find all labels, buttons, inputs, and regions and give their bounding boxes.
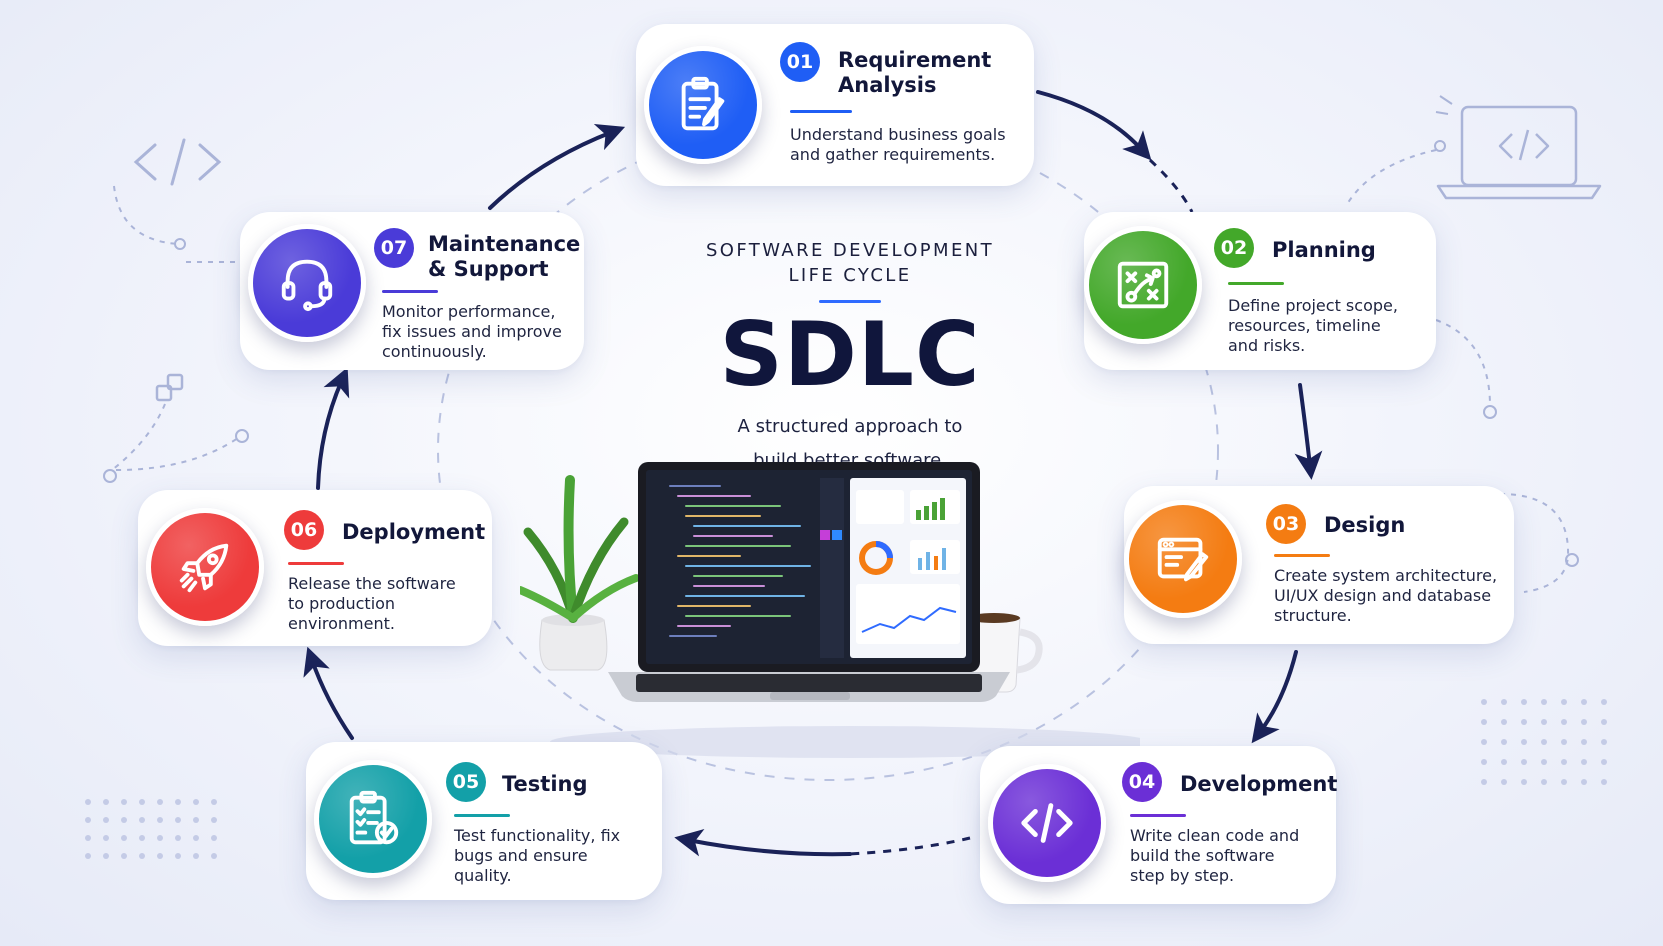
page-title: SDLC	[719, 303, 981, 406]
stage-04-number-badge: 04	[1122, 762, 1162, 802]
code-brackets-doodle-icon	[133, 138, 222, 186]
flow-arrow-04-to-05	[674, 828, 852, 857]
stage-05-title: Testing	[502, 772, 588, 796]
stage-06-title: Deployment	[342, 520, 486, 544]
stage-card-requirement-analysis: 01 Requirement Analysis Understand busin…	[636, 24, 1034, 186]
linked-squares-doodle-icon	[155, 373, 184, 402]
stage-04-icon-circle	[988, 764, 1106, 882]
flow-arrow-04-to-05-dash	[849, 836, 971, 856]
stage-04-description: Write clean code and build the software …	[1130, 826, 1300, 885]
stage-04-title: Development	[1180, 772, 1338, 796]
stage-01-title: Requirement Analysis	[838, 48, 992, 97]
stage-01-number-badge: 01	[780, 42, 820, 82]
center-title-block: SOFTWARE DEVELOPMENT LIFE CYCLE SDLC A s…	[640, 238, 1060, 473]
flow-arrow-06-to-07	[316, 367, 350, 490]
stage-03-title: Design	[1324, 513, 1406, 537]
stage-03-description: Create system architecture, UI/UX design…	[1274, 566, 1498, 625]
stage-06-icon-circle	[146, 508, 264, 626]
stage-03-number-badge: 03	[1266, 504, 1306, 544]
stage-card-development: 04 Development Write clean code and buil…	[980, 746, 1338, 904]
stage-01-icon-circle	[644, 46, 762, 164]
potted-plant-icon	[520, 475, 640, 671]
clipboard-pencil-icon	[681, 76, 725, 131]
dot-grid-bottom-left	[85, 799, 217, 859]
flow-arrow-01-to-02	[1036, 90, 1152, 161]
stage-card-deployment: 06 Deployment Release the software to pr…	[138, 490, 492, 646]
browser-pen-icon	[1157, 537, 1209, 582]
checklist-icon	[349, 790, 399, 845]
stage-05-title-underline	[454, 814, 510, 817]
stage-07-number-badge: 07	[374, 228, 414, 268]
stage-05-description: Test functionality, fix bugs and ensure …	[454, 826, 621, 885]
flow-arrow-05-to-06	[303, 646, 354, 740]
stage-07-icon-circle	[248, 224, 366, 342]
tagline-line1: A structured approach to	[737, 416, 963, 437]
stage-01-title-underline	[790, 110, 852, 113]
title-accent-rule	[819, 300, 881, 303]
flow-arrow-01-to-02-dash	[1148, 158, 1194, 213]
stage-07-title: Maintenance & Support	[428, 232, 581, 281]
stage-02-number-badge: 02	[1214, 228, 1254, 268]
stage-07-description: Monitor performance, fix issues and impr…	[382, 302, 562, 361]
stage-01-description: Understand business goals and gather req…	[790, 125, 1006, 164]
stage-06-title-underline	[288, 562, 344, 565]
stage-card-testing: 05 Testing Test functionality, fix bugs …	[306, 742, 662, 900]
stage-06-description: Release the software to production envir…	[288, 574, 456, 633]
stage-card-design: 03 Design Create system architecture, UI…	[1124, 486, 1514, 644]
stage-05-icon-circle	[314, 760, 432, 878]
stage-06-number-badge: 06	[284, 510, 324, 550]
headset-icon	[281, 259, 333, 312]
stage-03-title-underline	[1274, 554, 1330, 557]
strategy-board-icon	[1117, 261, 1169, 309]
flow-arrow-03-to-04	[1251, 650, 1298, 744]
stage-07-title-underline	[382, 290, 438, 293]
rocket-icon	[179, 543, 229, 593]
stage-02-icon-circle	[1084, 226, 1202, 344]
dot-grid-bottom-right	[1481, 699, 1607, 785]
stage-02-description: Define project scope, resources, timelin…	[1228, 296, 1398, 355]
code-brackets-icon	[1021, 803, 1073, 843]
stage-card-maintenance-support: 07 Maintenance & Support Monitor perform…	[240, 212, 584, 370]
flow-arrow-02-to-03	[1294, 383, 1323, 480]
stage-04-title-underline	[1130, 814, 1186, 817]
stage-03-icon-circle	[1124, 500, 1242, 618]
flow-arrow-07-to-01	[488, 124, 626, 210]
laptop-icon	[608, 462, 1010, 702]
stage-05-number-badge: 05	[446, 762, 486, 802]
lifecycle-kicker-line2: LIFE CYCLE	[788, 265, 912, 286]
stage-card-planning: 02 Planning Define project scope, resour…	[1084, 212, 1436, 370]
lifecycle-kicker-line1: SOFTWARE DEVELOPMENT	[705, 240, 995, 261]
laptop-scene-illustration	[520, 462, 1140, 758]
laptop-doodle-icon	[1436, 105, 1602, 200]
cycle-dashed-ring	[437, 119, 1219, 781]
stage-02-title: Planning	[1272, 238, 1376, 262]
stage-02-title-underline	[1228, 282, 1284, 285]
